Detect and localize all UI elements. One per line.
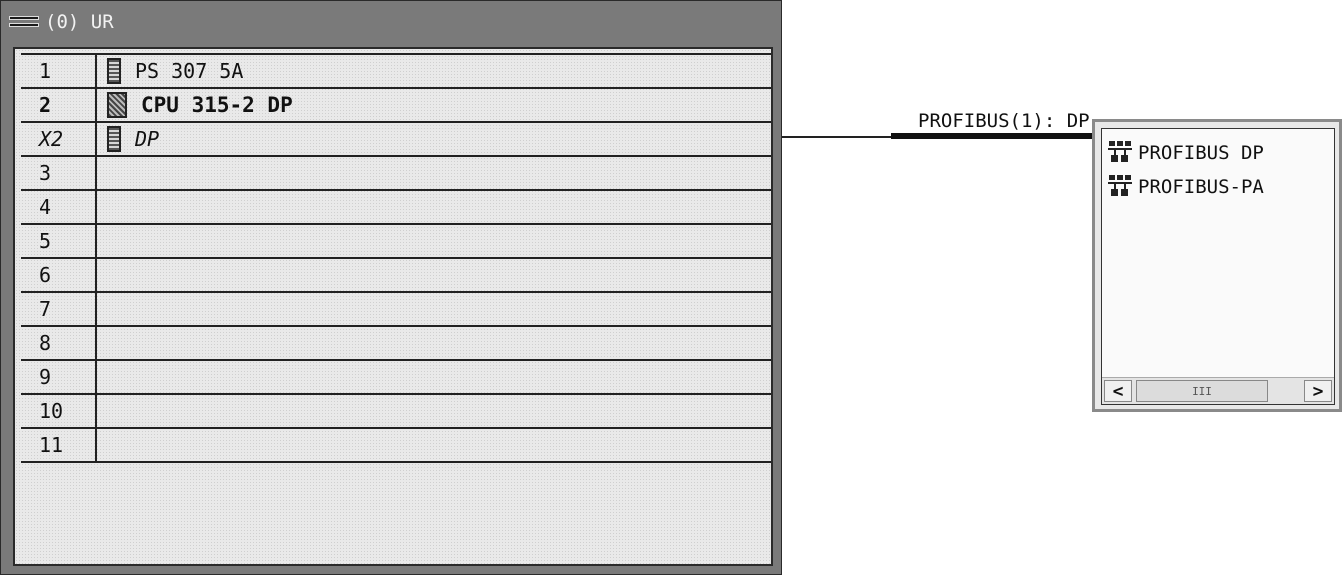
rack-title-bar[interactable]: (0) UR [9, 7, 114, 37]
slot-number: 10 [21, 395, 97, 427]
slot-row[interactable]: X2 DP [21, 123, 771, 157]
slot-row[interactable]: 8 [21, 327, 771, 361]
slot-row[interactable]: 7 [21, 293, 771, 327]
cpu-module-icon [107, 92, 127, 118]
catalog-popup[interactable]: PROFIBUS DP PROFIBUS-PA < III > [1092, 119, 1342, 412]
network-icon [1108, 175, 1134, 199]
slot-row[interactable]: 11 [21, 429, 771, 463]
slot-number: 3 [21, 157, 97, 189]
slot-row[interactable]: 9 [21, 361, 771, 395]
slot-module[interactable]: DP [97, 126, 159, 152]
catalog-item-profibus-dp[interactable]: PROFIBUS DP [1108, 141, 1264, 165]
profibus-label: PROFIBUS(1): DP 主站系统 (1) [918, 110, 1098, 132]
scroll-thumb[interactable]: III [1136, 380, 1268, 402]
module-label: DP [135, 127, 160, 151]
module-label: PS 307 5A [135, 59, 244, 83]
slot-number: 8 [21, 327, 97, 359]
slot-number: 11 [21, 429, 97, 461]
catalog-item-profibus-pa[interactable]: PROFIBUS-PA [1108, 175, 1264, 199]
connection-line [782, 136, 892, 138]
slot-row[interactable]: 4 [21, 191, 771, 225]
slot-number: 2 [21, 89, 97, 121]
module-label: CPU 315-2 DP [141, 93, 293, 117]
slot-row[interactable]: 1 PS 307 5A [21, 55, 771, 89]
profibus-master-line[interactable] [891, 133, 1097, 139]
scroll-right-button[interactable]: > [1304, 380, 1332, 402]
slot-number: 9 [21, 361, 97, 393]
slot-number: 7 [21, 293, 97, 325]
catalog-list[interactable]: PROFIBUS DP PROFIBUS-PA < III > [1101, 128, 1335, 405]
slot-row[interactable]: 10 [21, 395, 771, 429]
slot-module[interactable]: CPU 315-2 DP [97, 92, 293, 118]
slot-number: 6 [21, 259, 97, 291]
scroll-left-button[interactable]: < [1104, 380, 1132, 402]
slot-row[interactable]: 3 [21, 157, 771, 191]
network-icon [1108, 141, 1134, 165]
slot-module[interactable]: PS 307 5A [97, 58, 243, 84]
module-icon [107, 126, 121, 152]
slot-number: X2 [21, 123, 97, 155]
catalog-item-label: PROFIBUS DP [1138, 142, 1264, 164]
catalog-item-label: PROFIBUS-PA [1138, 176, 1264, 198]
slot-row[interactable]: 2 CPU 315-2 DP [21, 89, 771, 123]
slot-row[interactable]: 5 [21, 225, 771, 259]
rack-icon [9, 14, 39, 30]
horizontal-scrollbar[interactable]: < III > [1102, 377, 1334, 404]
module-icon [107, 58, 121, 84]
slot-number: 1 [21, 55, 97, 87]
slot-number: 5 [21, 225, 97, 257]
slot-number: 4 [21, 191, 97, 223]
rack-title: (0) UR [45, 11, 114, 33]
slot-row[interactable]: 6 [21, 259, 771, 293]
